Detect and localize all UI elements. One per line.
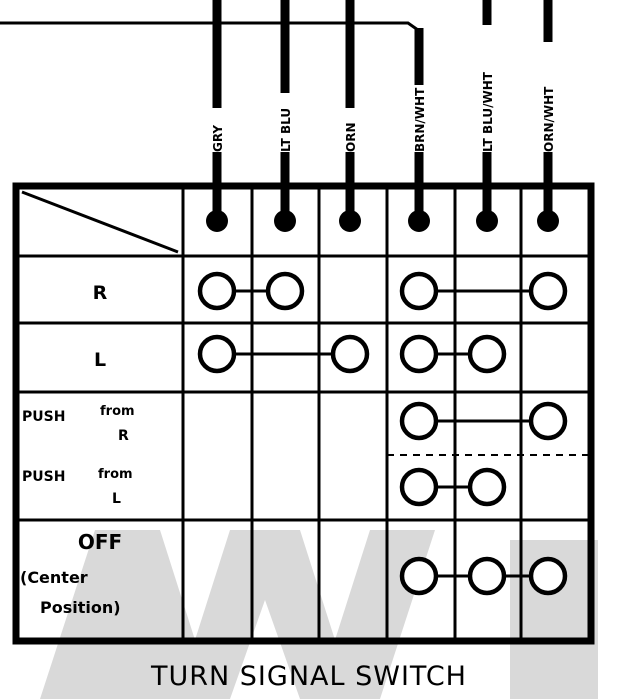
contact-ring xyxy=(467,467,507,507)
diagram-title: TURN SIGNAL SWITCH xyxy=(150,661,467,692)
contact-ring xyxy=(399,271,439,311)
row-label-r: R xyxy=(93,282,108,304)
wire-label-gry: GRY xyxy=(211,125,225,152)
wire-label-orn: ORN xyxy=(344,123,358,152)
row-labels: R L PUSH from R PUSH from L OFF (Center … xyxy=(20,282,135,617)
contact-ring xyxy=(265,271,305,311)
contact-ring xyxy=(197,271,237,311)
wire-label-ltblu: LT BLU xyxy=(279,108,293,152)
table-border xyxy=(12,182,595,645)
corner-diagonal xyxy=(21,190,179,254)
terminals xyxy=(206,210,559,232)
row-sublabel-push-r-dir: R xyxy=(118,428,129,444)
row-sublabel-push-l-dir: L xyxy=(112,491,121,507)
row-label-push-r: PUSH xyxy=(22,409,65,425)
row-sublabel-push-l-from: from xyxy=(98,467,133,482)
row-sublabel-off-line1: (Center xyxy=(20,568,88,587)
contact-ring xyxy=(467,334,507,374)
switch-table xyxy=(12,182,595,645)
terminal-dot xyxy=(476,210,498,232)
row-label-push-l: PUSH xyxy=(22,469,65,485)
terminal-dot xyxy=(408,210,430,232)
connection-rings xyxy=(197,271,568,596)
contact-ring xyxy=(528,271,568,311)
contact-ring xyxy=(528,556,568,596)
row-sublabel-push-r-from: from xyxy=(100,404,135,419)
wire-label-ltbluwht: LT BLU/WHT xyxy=(481,71,495,152)
contact-ring xyxy=(399,556,439,596)
terminal-dot xyxy=(537,210,559,232)
contact-ring xyxy=(467,556,507,596)
contact-ring xyxy=(197,334,237,374)
contact-ring xyxy=(399,401,439,441)
wire-label-brnwht: BRN/WHT xyxy=(413,87,427,152)
feed-line xyxy=(0,21,419,32)
contact-ring xyxy=(330,334,370,374)
terminal-dot xyxy=(274,210,296,232)
wire-label-ornwht: ORN/WHT xyxy=(542,86,556,152)
contact-ring xyxy=(528,401,568,441)
row-label-off: OFF xyxy=(78,530,122,554)
contact-ring xyxy=(399,334,439,374)
terminal-dot xyxy=(206,210,228,232)
contact-ring xyxy=(399,467,439,507)
wire-labels: GRY LT BLU ORN BRN/WHT LT BLU/WHT ORN/WH… xyxy=(211,71,556,152)
row-sublabel-off-line2: Position) xyxy=(40,598,121,617)
watermark-letter-w xyxy=(40,530,435,699)
row-label-l: L xyxy=(94,349,106,371)
terminal-dot xyxy=(339,210,361,232)
